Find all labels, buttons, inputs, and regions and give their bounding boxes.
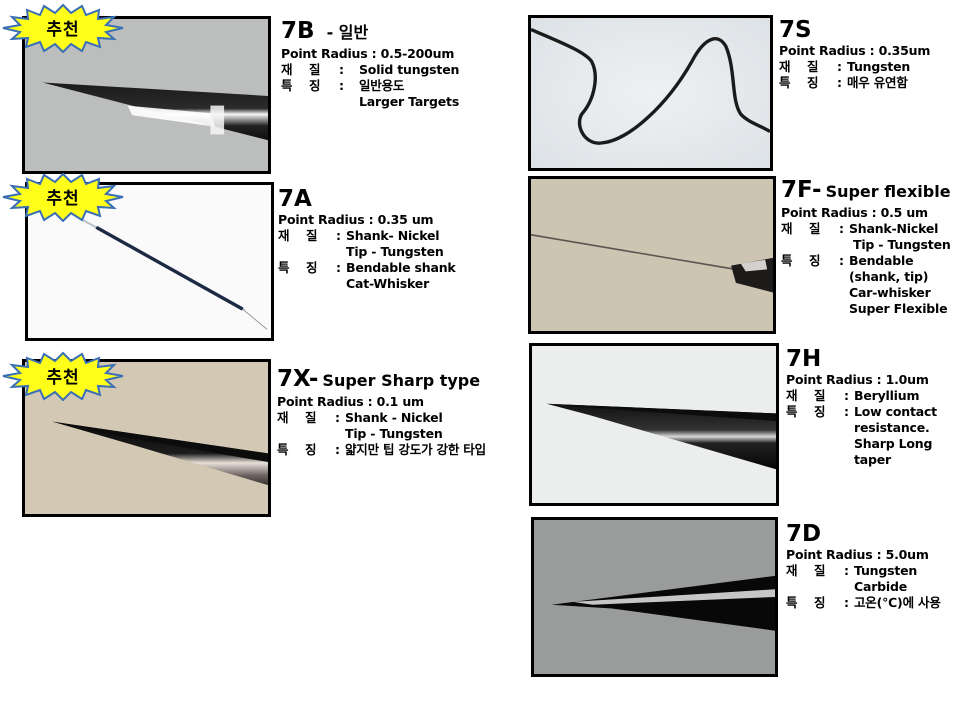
probe-photo-7f [528, 176, 776, 334]
model-subtitle: Super flexible [825, 182, 951, 201]
model-name: 7D [786, 521, 822, 547]
point-radius: Point Radius : 1.0um [786, 372, 929, 387]
model-name: 7A [278, 186, 312, 212]
point-radius: Point Radius : 0.1 um [277, 394, 424, 409]
probe-spec-7f: 7F-Super flexible Point Radius : 0.5 um … [781, 177, 951, 317]
point-radius: Point Radius : 0.35um [779, 43, 931, 58]
probe-photo-7s [528, 15, 773, 171]
point-radius: Point Radius : 0.35 um [278, 212, 434, 227]
starburst-icon [2, 172, 124, 222]
model-name: 7S [779, 17, 812, 43]
probe-photo-7d [531, 517, 778, 677]
model-subtitle: - 일반 [326, 23, 369, 42]
model-name: 7H [786, 346, 822, 372]
model-name: 7X- [277, 366, 319, 392]
model-name: 7F- [781, 177, 822, 203]
probe-title: 7S [779, 17, 930, 43]
probe-title: 7F-Super flexible [781, 177, 951, 205]
probe-title: 7B - 일반 [281, 18, 459, 46]
recommended-badge-7x: 추천 [2, 351, 124, 401]
badge-label: 추천 [46, 20, 80, 40]
probe-spec-7x: 7X-Super Sharp type Point Radius : 0.1 u… [277, 366, 486, 458]
starburst-icon [2, 351, 124, 401]
needle-image-7h [532, 346, 776, 503]
model-subtitle: Super Sharp type [322, 371, 481, 390]
probe-title: 7D [786, 521, 941, 547]
point-radius: Point Radius : 5.0um [786, 547, 929, 562]
point-radius: Point Radius : 0.5 um [781, 205, 928, 220]
probe-photo-7h [529, 343, 779, 506]
recommended-badge-7b: 추천 [2, 3, 124, 53]
probe-title: 7X-Super Sharp type [277, 366, 486, 394]
wire-image-7f [531, 179, 773, 331]
badge-label: 추천 [46, 368, 80, 388]
needle-image-7d [534, 520, 775, 674]
probe-photo-7x [22, 359, 271, 517]
point-radius: Point Radius : 0.5-200um [281, 46, 455, 61]
starburst-icon [2, 3, 124, 53]
probe-title: 7A [278, 186, 456, 212]
model-name: 7B [281, 18, 315, 44]
probe-title: 7H [786, 346, 937, 372]
wire-image-7s [531, 18, 770, 168]
recommended-badge-7a: 추천 [2, 172, 124, 222]
badge-label: 추천 [46, 189, 80, 209]
